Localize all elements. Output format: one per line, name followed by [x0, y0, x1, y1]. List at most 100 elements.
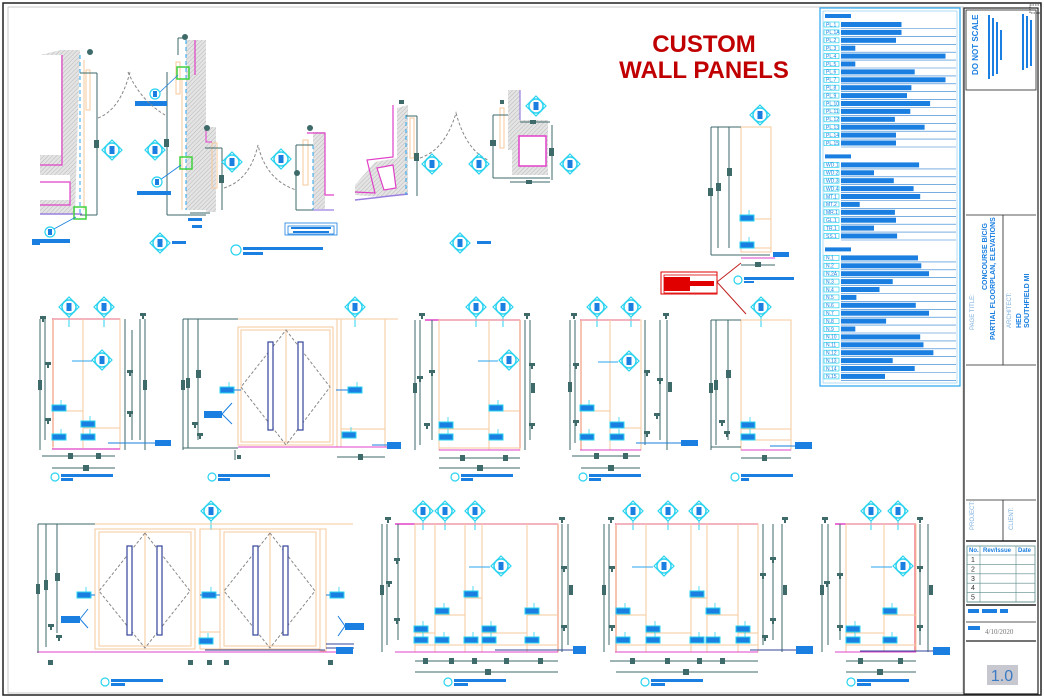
legend-item: N.2A: [823, 270, 956, 279]
legend-description-bar: [841, 373, 885, 379]
legend-code-box: [823, 29, 840, 36]
legend-code: N.9: [826, 327, 834, 333]
legend-code-box: [823, 201, 840, 208]
legend-code-box: [823, 294, 840, 301]
legend-item: SS.1: [823, 233, 956, 241]
legend-description-bar: [841, 69, 915, 75]
elevation-6-double-door-pair: [36, 500, 364, 687]
legend-description-bar: [841, 294, 857, 300]
title-line-1: CUSTOM: [652, 31, 756, 58]
legend-description-bar: [841, 108, 911, 114]
legend-code: N.2A: [826, 272, 838, 278]
legend-item: WD.2: [823, 169, 956, 178]
legend-description-bar: [841, 132, 896, 138]
legend-item: N.10: [823, 334, 956, 342]
legend-description-bar: [841, 124, 925, 130]
legend-code: N.12: [826, 351, 837, 357]
legend-code-box: [823, 169, 840, 176]
legend-code-box: [823, 132, 840, 138]
client-label: CLIENT:: [1009, 507, 1015, 530]
legend-code-box: [823, 365, 840, 372]
legend-code: PL.15: [826, 141, 839, 147]
legend-description-bar: [841, 263, 922, 269]
legend-code-box: [823, 177, 840, 184]
legend-item: MT.1: [823, 193, 956, 201]
elevation-7: [380, 500, 586, 687]
legend-description-bar: [841, 201, 860, 207]
legend-code-box: [823, 262, 840, 269]
legend-code-box: [823, 334, 840, 340]
elevation-detail-small: [708, 104, 794, 285]
legend-code: PL.4: [826, 54, 837, 60]
legend-description-bar: [841, 140, 896, 146]
elevation-5: [709, 296, 812, 482]
legend-code-box: [823, 92, 840, 99]
legend-code-box: [823, 21, 840, 28]
elevation-2-double-door: [181, 296, 401, 482]
legend-item: PL.13: [823, 124, 956, 132]
legend-code-box: [823, 233, 840, 239]
legend-description-bar: [841, 271, 929, 277]
legend-item: PL.14: [823, 132, 956, 140]
legend-code: N.8: [826, 319, 834, 325]
legend-item: N.14: [823, 365, 956, 373]
architect-field: ARCHITECT: HED SOUTHFIELD MI: [1007, 274, 1031, 328]
plan-detail-4: [230, 125, 338, 256]
elevation-4: [568, 296, 698, 482]
revision-row: 1: [967, 557, 1035, 565]
legend-description-bar: [841, 101, 931, 106]
legend-code: PL.10: [826, 101, 839, 107]
legend-code: N.2: [826, 264, 834, 270]
legend-section-1: FINISH LEGENDWD.1WD.2WD.3WD.4MT.1MT.2MR.…: [823, 154, 956, 241]
legend-code: PL.1: [826, 22, 837, 28]
legend-code: MT.2: [826, 202, 837, 208]
sheet-title: CUSTOM WALL PANELS: [619, 31, 789, 84]
legend-code-box: [823, 270, 840, 277]
legend-section-header: FINISH LEGEND: [825, 154, 851, 159]
do-not-scale-note: DO NOT SCALE: [971, 14, 1032, 79]
page-title-field: PAGE TITLE: CONCOURSE B/C/G PARTIAL FLOO…: [970, 217, 997, 340]
legend-item: N.2: [823, 262, 956, 271]
legend-description-bar: [841, 302, 916, 308]
legend-code-box: [823, 185, 840, 192]
legend-code: WD.1: [826, 163, 839, 169]
legend-item: PL.7: [823, 76, 956, 85]
legend-item: N.13: [823, 357, 956, 365]
legend-item: WD.4: [823, 185, 956, 193]
legend-code: PL.7: [826, 78, 837, 84]
legend-item: PL.6: [823, 69, 956, 77]
legend-description-bar: [841, 77, 946, 83]
legend-code-box: [823, 326, 840, 332]
svg-text:PARTIAL FLOORPLAN, ELEVATIONS: PARTIAL FLOORPLAN, ELEVATIONS: [990, 217, 997, 340]
legend-code: PL.13: [826, 125, 839, 131]
legend-description-bar: [841, 342, 924, 348]
rev-header-issue: Rev/Issue: [983, 548, 1012, 554]
legend-item: WD.1: [823, 162, 956, 170]
legend-description-bar: [841, 162, 920, 168]
red-callout: [660, 262, 747, 315]
rev-header-date: Date: [1018, 548, 1032, 554]
legend-code-box: [823, 140, 840, 146]
legend-description-bar: [841, 350, 934, 356]
legend-section-0: PANEL LEGENDPL.1PL.1APL.2PL.3PL.4PL.5PL.…: [823, 14, 956, 148]
legend-item: WD.3: [823, 177, 956, 185]
legend-section-header: PANEL LEGEND: [825, 14, 851, 18]
legend-item: PL.15: [823, 140, 956, 148]
legend-description-bar: [841, 358, 893, 364]
legend-item: TR.1: [823, 225, 956, 233]
legend-code: PL.11: [826, 109, 839, 115]
revision-cell: 4: [971, 585, 975, 592]
legend-code-box: [823, 318, 840, 324]
legend-item: N.4: [823, 286, 956, 294]
legend-item: N.1: [823, 255, 956, 263]
legend-description-bar: [841, 233, 898, 239]
legend-description-bar: [841, 53, 946, 59]
elevation-3: [413, 296, 535, 482]
plan-detail-2: [127, 34, 206, 254]
legend-code-box: [823, 116, 840, 123]
legend-code-box: [823, 349, 840, 356]
legend-code: PL.12: [826, 117, 839, 123]
legend-item: N.8: [823, 318, 956, 326]
legend-description-bar: [841, 85, 912, 91]
legend-code: N.14: [826, 366, 837, 372]
